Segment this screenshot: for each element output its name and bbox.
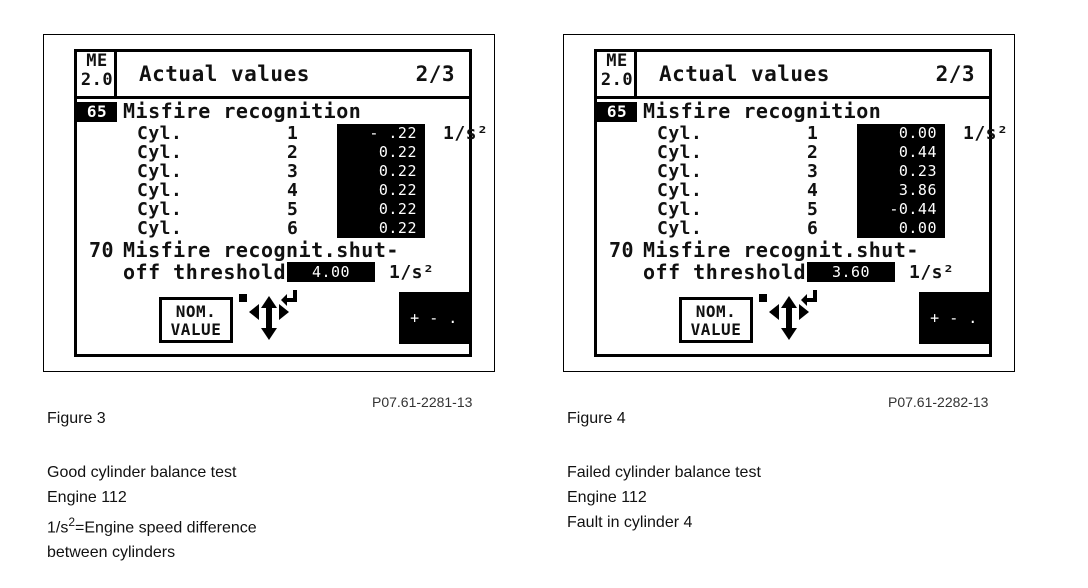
block-number: 65 (597, 102, 637, 122)
cylinder-number: 2 (287, 142, 299, 163)
cylinder-number: 1 (807, 123, 819, 144)
threshold-unit: 1/s² (389, 262, 435, 283)
threshold-unit: 1/s² (909, 262, 955, 283)
screen-header: ME 2.0 Actual values 2/3 (597, 52, 989, 99)
figure-3: ME 2.0 Actual values 2/3 65 Misfire reco… (0, 0, 520, 588)
caption-line: between cylinders (47, 544, 176, 562)
block-title: Misfire recognition (123, 99, 362, 123)
sign-toggle-button[interactable]: + - . (399, 292, 469, 344)
cylinder-label: Cyl. (657, 123, 703, 144)
figure-frame: ME 2.0 Actual values 2/3 65 Misfire reco… (563, 34, 1015, 372)
figure-caption: Failed cylinder balance test Engine 112 … (567, 460, 761, 535)
header-code-line: ME (86, 51, 108, 71)
cylinder-label: Cyl. (657, 161, 703, 182)
cylinder-value: 0.22 (337, 143, 425, 162)
unit-label: 1/s² (443, 123, 489, 144)
cylinder-number: 6 (287, 218, 299, 239)
figure-reference: P07.61-2281-13 (372, 394, 473, 410)
cylinder-label: Cyl. (137, 180, 183, 201)
figure-caption: Good cylinder balance test Engine 112 1/… (47, 460, 257, 565)
header-code: ME 2.0 (80, 52, 117, 96)
cylinder-number: 4 (287, 180, 299, 201)
cylinder-value: 0.22 (337, 200, 425, 219)
navigation-arrows-icon[interactable] (237, 288, 301, 344)
cylinder-value: 0.22 (337, 162, 425, 181)
cylinder-number: 5 (287, 199, 299, 220)
cylinder-value: 0.44 (857, 143, 945, 162)
threshold-block-number: 70 (89, 238, 115, 262)
cylinder-value: 0.22 (337, 219, 425, 238)
threshold-label-line1: Misfire recognit.shut- (123, 238, 399, 262)
cylinder-label: Cyl. (657, 218, 703, 239)
button-label-line: VALUE (690, 320, 742, 339)
caption-definition: =Engine speed difference (75, 519, 257, 537)
cylinder-number: 6 (807, 218, 819, 239)
caption-line: Engine 112 (567, 489, 647, 506)
block-title: Misfire recognition (643, 99, 882, 123)
diagnostic-screen: ME 2.0 Actual values 2/3 65 Misfire reco… (594, 49, 1008, 357)
sign-toggle-button[interactable]: + - . (919, 292, 989, 344)
header-code: ME 2.0 (600, 52, 637, 96)
screen-title: Actual values (659, 62, 830, 86)
cylinder-value: -0.44 (857, 200, 945, 219)
cylinder-label: Cyl. (137, 123, 183, 144)
cylinder-value: 0.23 (857, 162, 945, 181)
screen-title: Actual values (139, 62, 310, 86)
navigation-arrows-icon[interactable] (757, 288, 821, 344)
threshold-label-line1: Misfire recognit.shut- (643, 238, 919, 262)
header-code-line: 2.0 (600, 70, 634, 90)
cylinder-number: 2 (807, 142, 819, 163)
page-indicator: 2/3 (415, 62, 455, 86)
cylinder-label: Cyl. (657, 142, 703, 163)
threshold-label-line2: off threshold (643, 260, 807, 284)
screen-header: ME 2.0 Actual values 2/3 (77, 52, 469, 99)
cylinder-number: 5 (807, 199, 819, 220)
header-code-line: ME (606, 51, 628, 71)
cylinder-number: 3 (807, 161, 819, 182)
unit-label: 1/s² (963, 123, 1009, 144)
cylinder-number: 3 (287, 161, 299, 182)
threshold-value: 4.00 (287, 262, 375, 282)
cylinder-label: Cyl. (657, 180, 703, 201)
figure-4: ME 2.0 Actual values 2/3 65 Misfire reco… (520, 0, 1088, 588)
cylinder-value: 3.86 (857, 181, 945, 200)
caption-unit: 1/s (47, 519, 69, 537)
caption-line: Failed cylinder balance test (567, 464, 761, 481)
button-label-line: NOM. (695, 302, 737, 321)
caption-line: 1/s2=Engine speed difference (47, 510, 257, 540)
cylinder-number: 4 (807, 180, 819, 201)
threshold-block-number: 70 (609, 238, 635, 262)
cylinder-value: 0.00 (857, 124, 945, 143)
threshold-label-line2: off threshold (123, 260, 287, 284)
button-label-line: NOM. (175, 302, 217, 321)
cylinder-value: - .22 (337, 124, 425, 143)
cylinder-value: 0.22 (337, 181, 425, 200)
caption-line: Fault in cylinder 4 (567, 514, 693, 531)
cylinder-number: 1 (287, 123, 299, 144)
block-number: 65 (77, 102, 117, 122)
figure-label: Figure 4 (567, 410, 626, 427)
caption-line: Good cylinder balance test (47, 464, 237, 481)
cylinder-label: Cyl. (137, 199, 183, 220)
header-code-line: 2.0 (80, 70, 114, 90)
caption-line: Engine 112 (47, 489, 127, 506)
figure-label: Figure 3 (47, 410, 106, 427)
cylinder-label: Cyl. (137, 218, 183, 239)
diagnostic-screen: ME 2.0 Actual values 2/3 65 Misfire reco… (74, 49, 488, 357)
page-indicator: 2/3 (935, 62, 975, 86)
nominal-value-button[interactable]: NOM. VALUE (159, 297, 233, 343)
cylinder-label: Cyl. (657, 199, 703, 220)
cylinder-label: Cyl. (137, 142, 183, 163)
figure-reference: P07.61-2282-13 (888, 394, 989, 410)
figure-frame: ME 2.0 Actual values 2/3 65 Misfire reco… (43, 34, 495, 372)
cylinder-label: Cyl. (137, 161, 183, 182)
nominal-value-button[interactable]: NOM. VALUE (679, 297, 753, 343)
cylinder-value: 0.00 (857, 219, 945, 238)
caption-superscript: 2 (68, 515, 76, 529)
threshold-value: 3.60 (807, 262, 895, 282)
button-label-line: VALUE (170, 320, 222, 339)
